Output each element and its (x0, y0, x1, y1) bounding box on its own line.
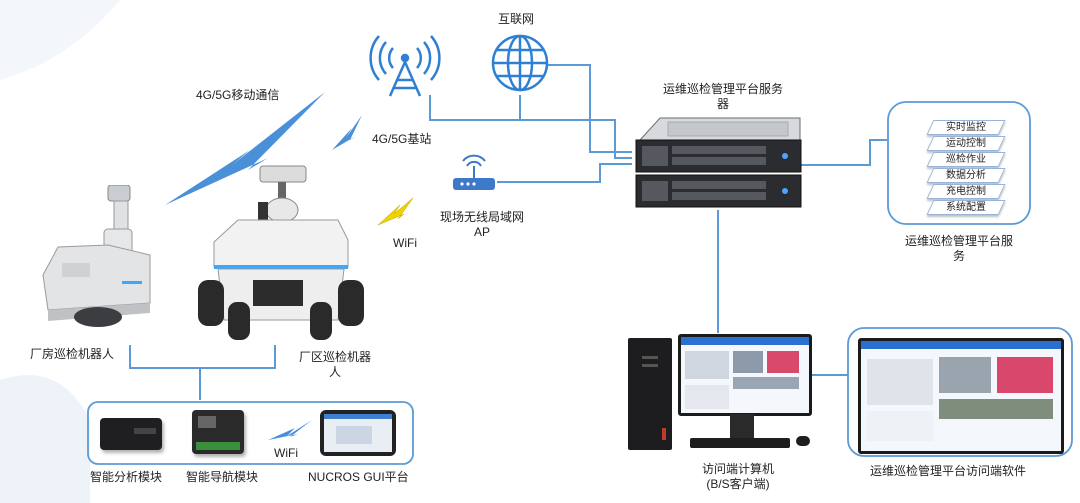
server-title-line1: 运维巡检管理平台服务 (662, 82, 783, 96)
smart-analysis-label: 智能分析模块 (90, 470, 163, 484)
keyboard (690, 438, 790, 448)
wifi-lightning-icon (377, 197, 414, 226)
lightning-icon (268, 420, 312, 440)
mouse (796, 436, 810, 446)
smart-nav-label: 智能导航模块 (186, 470, 259, 484)
server-title-line2: 器 (716, 97, 729, 111)
connection-line (800, 139, 887, 166)
background-shape (0, 0, 120, 80)
service-module-item: 系统配置 (926, 200, 1006, 215)
factory-robot-label: 厂房巡检机器人 (30, 347, 115, 361)
internet-label: 互联网 (498, 12, 535, 26)
plant-robot-label: 厂区巡检机器 人 (290, 350, 380, 380)
plant-robot-image (198, 162, 370, 342)
internet-globe-icon (491, 34, 549, 92)
service-module-item: 实时监控 (926, 120, 1006, 135)
nucros-label: NUCROS GUI平台 (308, 470, 409, 484)
service-module-item: 充电控制 (926, 184, 1006, 199)
service-title-line2: 务 (952, 249, 965, 263)
nucros-tablet-image (320, 410, 396, 456)
background-shape (0, 375, 90, 503)
lightning-icon (332, 115, 362, 150)
wifi-ap-label-line1: 现场无线局域网 (439, 210, 524, 224)
wifi-bottom-label: WiFi (274, 446, 298, 460)
connection-line (429, 95, 521, 121)
service-modules-box (887, 101, 1031, 225)
mobile-comm-label: 4G/5G移动通信 (196, 88, 280, 102)
connection-line (520, 119, 632, 159)
monitor-stand (730, 414, 754, 438)
wifi-router-icon (453, 154, 495, 190)
wifi-ap-label-line2: AP (473, 225, 490, 239)
client-software-screenshot (858, 338, 1064, 454)
connection-line (129, 345, 276, 369)
server-rack-icon (635, 117, 802, 208)
smart-nav-module-image (192, 410, 244, 454)
service-module-item: 运动控制 (926, 136, 1006, 151)
client-pc-tower (628, 338, 672, 450)
plant-robot-line1: 厂区巡检机器 (298, 350, 371, 364)
smart-analysis-module-image (100, 418, 162, 450)
client-pc-label: 访问端计算机 (B/S客户端) (688, 462, 788, 492)
client-pc-line2: (B/S客户端) (706, 477, 770, 491)
factory-robot-image (38, 184, 158, 335)
hardware-modules-box (87, 401, 414, 465)
client-pc-monitor (678, 334, 812, 416)
client-pc-line1: 访问端计算机 (701, 462, 774, 476)
service-module-item: 数据分析 (926, 168, 1006, 183)
wifi-left-label: WiFi (393, 236, 417, 250)
connection-line (497, 163, 632, 183)
client-software-label: 运维巡检管理平台访问端软件 (870, 464, 1027, 478)
service-title-line1: 运维巡检管理平台服 (904, 234, 1013, 248)
connection-line (548, 64, 632, 153)
server-title-label: 运维巡检管理平台服务 器 (648, 82, 798, 112)
base-station-icon (369, 35, 441, 97)
wifi-ap-label: 现场无线局域网 AP (432, 210, 532, 240)
plant-robot-line2: 人 (328, 365, 341, 379)
client-software-box (847, 327, 1073, 457)
base-station-label: 4G/5G基站 (372, 132, 432, 146)
service-module-item: 巡检作业 (926, 152, 1006, 167)
service-title-label: 运维巡检管理平台服 务 (888, 234, 1030, 264)
